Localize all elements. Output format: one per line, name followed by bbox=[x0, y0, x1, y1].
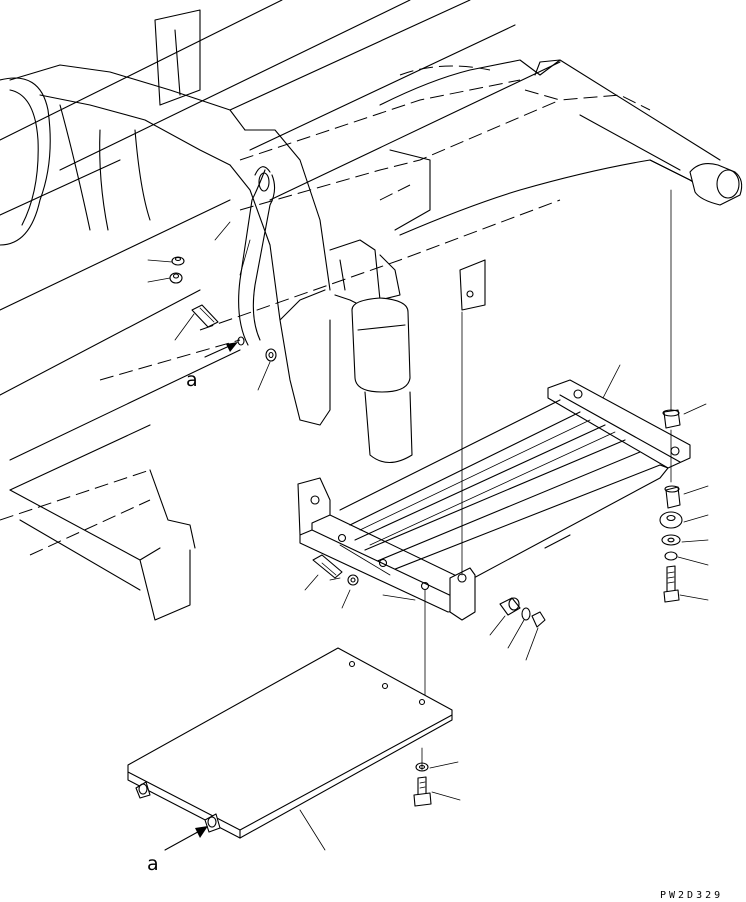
foot-plate bbox=[128, 648, 452, 850]
step-right-fasteners bbox=[490, 598, 545, 660]
view-marker-top: a bbox=[186, 369, 198, 391]
plate-fasteners bbox=[414, 762, 460, 806]
view-arrow-a-top: a bbox=[186, 342, 238, 391]
view-marker-bottom: a bbox=[147, 853, 159, 875]
assembly-lines bbox=[330, 190, 671, 770]
frame-fasteners bbox=[148, 222, 276, 390]
step-assembly bbox=[298, 380, 690, 620]
drawing-code: PW2D329 bbox=[660, 890, 723, 901]
step-left-fasteners bbox=[305, 555, 358, 608]
view-arrow-a-bottom: a bbox=[147, 826, 208, 875]
spacer-stack bbox=[603, 365, 708, 602]
machine-frame bbox=[0, 0, 742, 620]
